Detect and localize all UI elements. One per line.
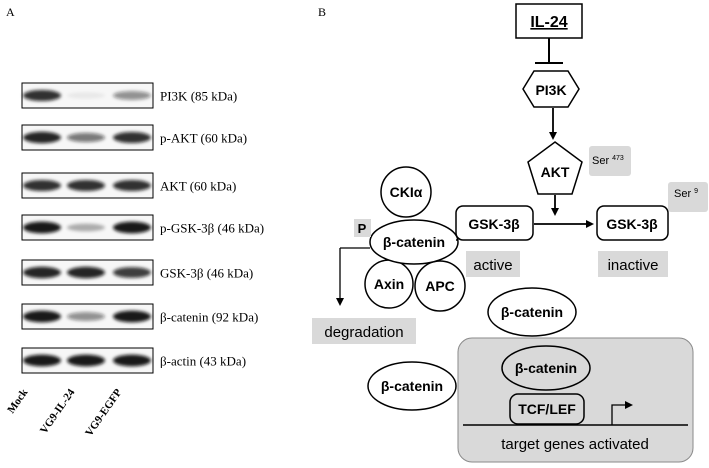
blot-band xyxy=(23,221,61,234)
blot-label: GSK-3β (46 kDa) xyxy=(160,266,253,281)
beta-catenin-left-ellipse xyxy=(367,361,457,411)
target-genes-label: target genes activated xyxy=(501,436,649,453)
blot-band xyxy=(67,132,105,143)
blot-band xyxy=(67,179,105,192)
gsk3b-inactive-label: GSK-3β xyxy=(606,216,658,232)
pi3k-label: PI3K xyxy=(535,82,566,98)
il24-label: IL-24 xyxy=(530,14,567,31)
beta-catenin-nucleus-label: β-catenin xyxy=(515,360,577,376)
ck1a-label: CKIα xyxy=(390,184,423,200)
blot-band xyxy=(67,312,105,321)
inactive-badge xyxy=(598,251,668,277)
blot-label: β-actin (43 kDa) xyxy=(160,354,246,369)
blot-label: PI3K (85 kDa) xyxy=(160,89,237,104)
blot-band xyxy=(113,91,151,100)
beta-catenin-free-ellipse xyxy=(487,287,577,337)
phospho-label: P xyxy=(358,221,367,236)
transcription-arrow xyxy=(611,401,633,425)
blot-band xyxy=(113,267,151,278)
blot-band xyxy=(23,354,61,367)
blot-band xyxy=(23,131,61,144)
blot-band xyxy=(23,310,61,323)
panel-a-label: A xyxy=(6,5,15,19)
blot-label: p-GSK-3β (46 kDa) xyxy=(160,221,264,236)
beta-catenin-free-label: β-catenin xyxy=(501,304,563,320)
tcf-lef-label: TCF/LEF xyxy=(518,401,576,417)
degradation-label: degradation xyxy=(324,324,403,341)
beta-catenin-complex-ellipse xyxy=(369,219,459,265)
blot-band xyxy=(67,92,105,99)
ser473-badge xyxy=(589,146,631,176)
phospho-badge xyxy=(354,219,371,237)
blot-band xyxy=(113,221,151,234)
lane-label: VG9-IL-24 xyxy=(38,386,78,436)
ck1a-circle xyxy=(380,166,432,218)
tcf-lef-box xyxy=(509,393,585,425)
inactive-label: inactive xyxy=(608,257,659,274)
blot-band xyxy=(67,266,105,279)
blot-label: β-catenin (92 kDa) xyxy=(160,310,258,325)
blot-band xyxy=(23,89,61,102)
blot-band xyxy=(67,354,105,367)
akt-label: AKT xyxy=(541,164,570,180)
blot-label: AKT (60 kDa) xyxy=(160,179,236,194)
blot-band xyxy=(23,179,61,192)
blot-band xyxy=(113,354,151,367)
axin-label: Axin xyxy=(374,276,404,292)
ser9-badge xyxy=(668,182,708,212)
beta-catenin-complex-label: β-catenin xyxy=(383,234,445,250)
active-label: active xyxy=(473,257,512,274)
il24-box xyxy=(515,3,583,39)
apc-label: APC xyxy=(425,278,455,294)
gsk3b-active-box xyxy=(455,205,534,241)
degradation-badge xyxy=(312,318,416,344)
active-badge xyxy=(466,251,520,277)
blot-band xyxy=(23,266,61,279)
beta-catenin-nucleus-ellipse xyxy=(501,345,591,391)
blot-band xyxy=(67,223,105,232)
blot-label: p-AKT (60 kDa) xyxy=(160,131,247,146)
apc-circle xyxy=(414,260,466,312)
beta-catenin-left-label: β-catenin xyxy=(381,378,443,394)
gsk3b-active-label: GSK-3β xyxy=(468,216,520,232)
gsk3b-inactive-box xyxy=(596,205,669,241)
blot-band xyxy=(113,131,151,144)
akt-pentagon xyxy=(527,141,583,195)
panel-b-label: B xyxy=(318,5,326,19)
lane-label: VG9-EGFP xyxy=(83,387,125,439)
lane-label: Mock xyxy=(5,386,31,416)
western-blot-panel: PI3K (85 kDa) p-AKT (60 kDa) AKT (60 kDa) p… xyxy=(21,82,264,374)
pi3k-hexagon xyxy=(522,70,580,108)
blot-band xyxy=(113,179,151,192)
blot-band xyxy=(113,310,151,323)
